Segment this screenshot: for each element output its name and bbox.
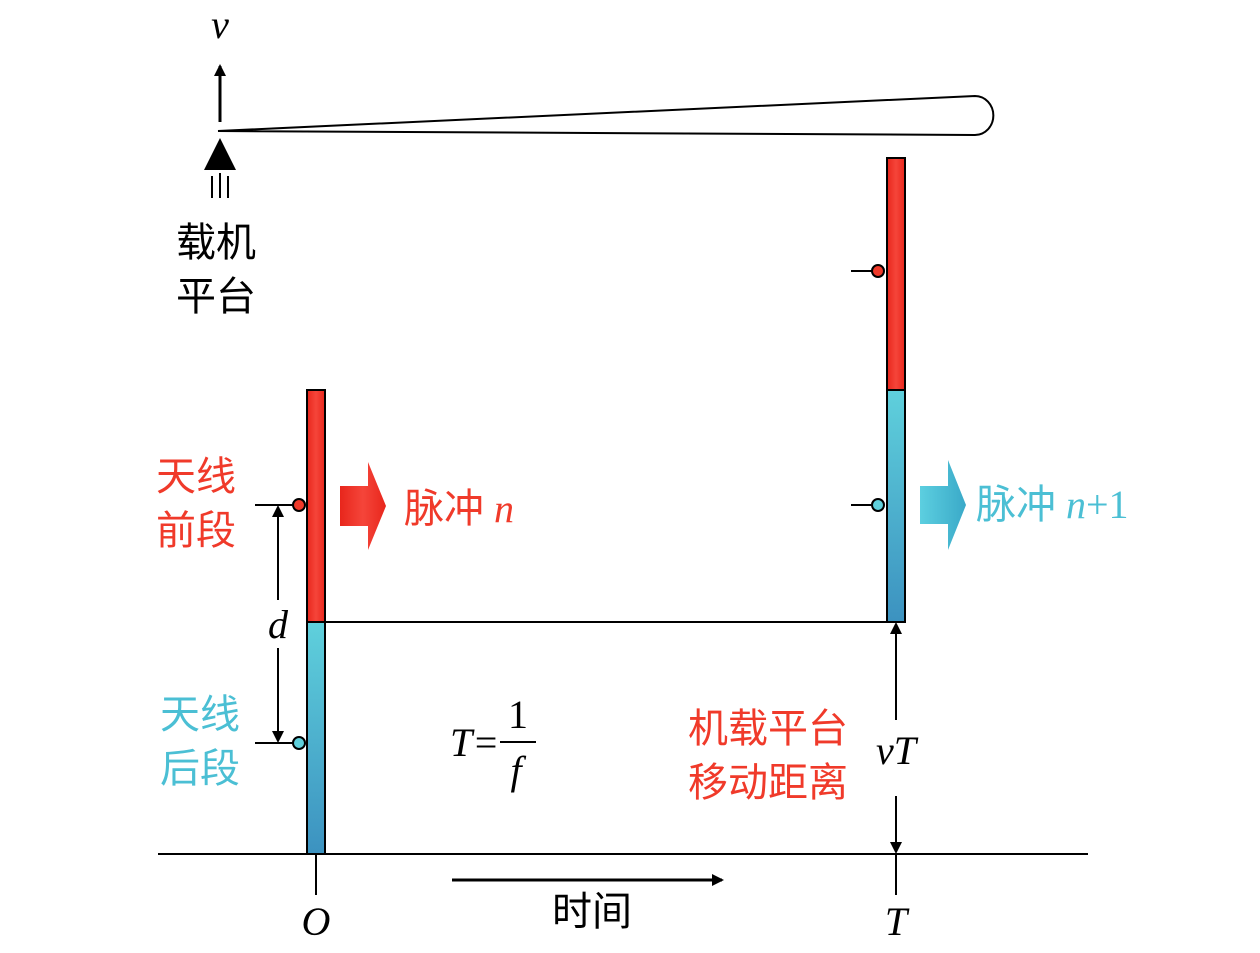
origin-label: O [302, 899, 331, 944]
displacement-dimension: vT 机载平台 移动距离 [688, 622, 919, 854]
front-phase-center-marker-shifted [871, 264, 885, 278]
period-denominator: f [510, 748, 526, 793]
platform-label-line2: 平台 [176, 274, 256, 320]
antenna-front-segment-shifted [886, 157, 906, 391]
antenna-front-label-line1: 天线 [156, 454, 236, 500]
aircraft-icon [204, 138, 236, 198]
time-axis-label: 时间 [552, 889, 632, 935]
antenna-rear-segment [306, 621, 326, 855]
time-axis: O T 时间 [158, 853, 1088, 944]
antenna-front-segment [306, 389, 326, 623]
velocity-symbol: v [211, 2, 229, 47]
pulse-n-arrow [340, 462, 386, 550]
platform-group: v 载机 平台 [176, 2, 995, 320]
antenna-beam-shape [217, 94, 995, 137]
displacement-symbol: vT [876, 728, 919, 773]
period-numerator: 1 [508, 692, 528, 737]
pulse-n-plus-1-arrow [920, 460, 966, 550]
period-lhs: T= [450, 720, 499, 765]
rear-phase-center-marker-shifted [871, 498, 885, 512]
period-label: T [885, 899, 910, 944]
antenna-rear-label-line1: 天线 [160, 692, 240, 738]
motion-label-line2: 移动距离 [688, 760, 848, 806]
rear-phase-center-marker [292, 736, 306, 750]
antenna-rear-segment-shifted [886, 389, 906, 623]
spacing-symbol: d [268, 602, 289, 647]
antenna-front-label-line2: 前段 [156, 508, 236, 554]
platform-label-line1: 载机 [176, 220, 256, 266]
front-phase-center-marker [292, 498, 306, 512]
antenna-rear-label-line2: 后段 [160, 746, 240, 792]
motion-label-line1: 机载平台 [688, 706, 848, 752]
period-formula: T= 1 f [450, 692, 536, 793]
